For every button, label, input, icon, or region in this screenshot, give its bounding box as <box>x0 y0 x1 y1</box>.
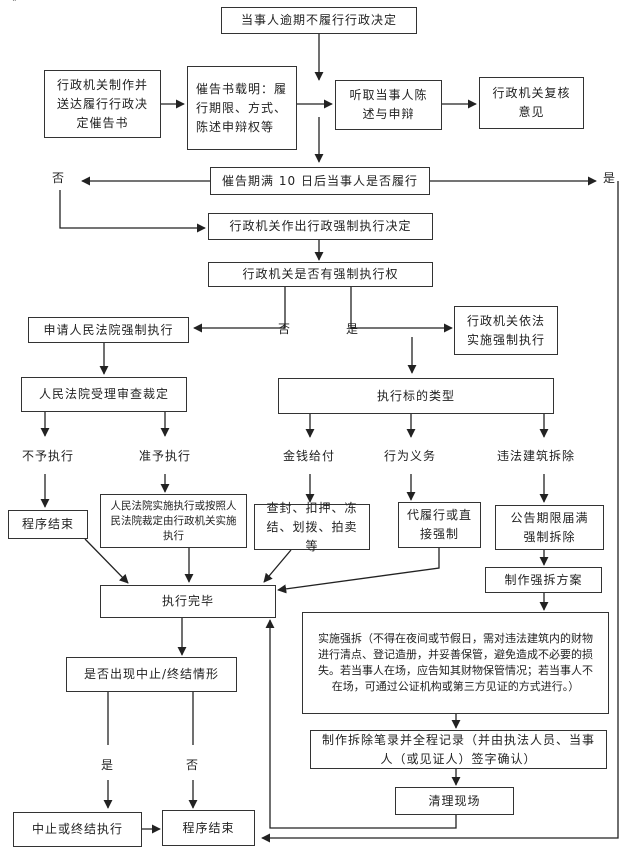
node-court-review: 人民法院受理审查裁定 <box>21 377 187 412</box>
node-serve-notice: 行政机关制作并送达履行行政决定催告书 <box>44 70 161 138</box>
node-notice-content: 催告书载明：履行期限、方式、陈述申辩权等 <box>187 66 297 150</box>
node-end-2: 程序结束 <box>162 810 255 846</box>
edge-power-yes <box>350 287 453 333</box>
node-review: 行政机关复核意见 <box>479 77 584 129</box>
node-court-exec: 人民法院实施执行或按照人民法院裁定由行政机关实施执行 <box>100 494 247 548</box>
edge-clean-loop <box>265 619 457 829</box>
node-agency-exec: 行政机关依法实施强制执行 <box>454 306 558 355</box>
node-apply-court: 申请人民法院强制执行 <box>28 317 189 343</box>
node-expire: 催告期满 10 日后当事人是否履行 <box>210 167 430 195</box>
edge-substitute-to-done <box>277 548 440 594</box>
node-suspend: 中止或终结执行 <box>13 812 142 847</box>
node-implement: 实施强拆（不得在夜间或节假日，需对违法建筑内的财物进行清点、登记造册，并妥善保管… <box>302 612 609 714</box>
node-record: 制作拆除笔录并全程记录（并由执法人员、当事人（或见证人）签字确认） <box>310 730 607 769</box>
node-seize: 查封、扣押、冻结、划拨、拍卖等 <box>254 501 370 553</box>
node-target-type: 执行标的类型 <box>278 378 554 414</box>
label-refuse: 不予执行 <box>22 449 75 463</box>
node-plan: 制作强拆方案 <box>485 567 602 593</box>
label-yes-3: 是 <box>101 758 115 772</box>
edge-power-no <box>193 287 286 333</box>
edge-end-to-done <box>84 538 129 584</box>
label-no-3: 否 <box>186 758 200 772</box>
label-yes-1: 是 <box>603 171 617 185</box>
corner-mark: " <box>12 0 18 8</box>
node-clean: 清理现场 <box>395 787 514 815</box>
label-no-2: 否 <box>278 322 292 336</box>
label-illegal: 违法建筑拆除 <box>497 449 576 463</box>
edge-yes-right <box>261 181 619 843</box>
edge-no-to-decision <box>59 190 206 233</box>
label-no-1: 否 <box>52 171 66 185</box>
node-hear: 听取当事人陈述与申辩 <box>335 80 442 130</box>
node-notice-demolish: 公告期限届满强制拆除 <box>495 505 604 550</box>
node-decision: 行政机关作出行政强制执行决定 <box>208 213 433 240</box>
node-overdue: 当事人逾期不履行行政决定 <box>221 7 417 34</box>
node-suspend-question: 是否出现中止/终结情形 <box>66 657 237 692</box>
node-end-1: 程序结束 <box>8 510 88 539</box>
label-act: 行为义务 <box>384 449 437 463</box>
label-money: 金钱给付 <box>283 449 336 463</box>
node-substitute: 代履行或直接强制 <box>398 502 481 548</box>
label-allow: 准予执行 <box>139 449 192 463</box>
node-power: 行政机关是否有强制执行权 <box>208 262 433 287</box>
node-done: 执行完毕 <box>100 585 276 618</box>
edge-seize-to-done <box>263 549 292 583</box>
label-yes-2: 是 <box>346 322 360 336</box>
